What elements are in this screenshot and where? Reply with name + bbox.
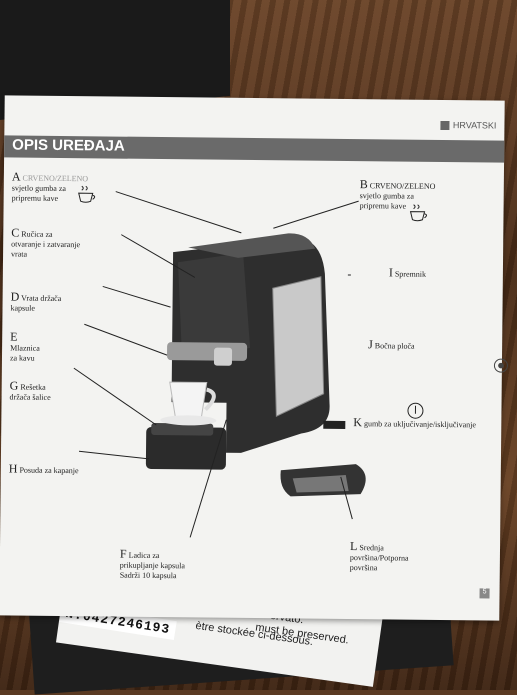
registration-mark-icon [494, 359, 508, 373]
side-panel-shape [271, 276, 324, 417]
capsule-door-shape [177, 252, 251, 358]
power-button-shape [323, 421, 345, 429]
label-j: J Bočna ploča [368, 339, 415, 351]
label-d: D Vrata držača kapsule [10, 291, 61, 314]
manual-page: HRVATSKI OPIS UREĐAJA [0, 95, 505, 620]
nozzle-shape [167, 342, 247, 361]
label-i: I Spremnik [389, 267, 426, 279]
label-g: G Rešetka držača šalice [10, 380, 51, 402]
label-h: H Posuda za kapanje [9, 463, 79, 476]
nozzle-tip-shape [214, 348, 232, 366]
page-number: 5 [479, 588, 489, 598]
label-k: K gumb za uključivanje/isključivanje [353, 417, 476, 430]
